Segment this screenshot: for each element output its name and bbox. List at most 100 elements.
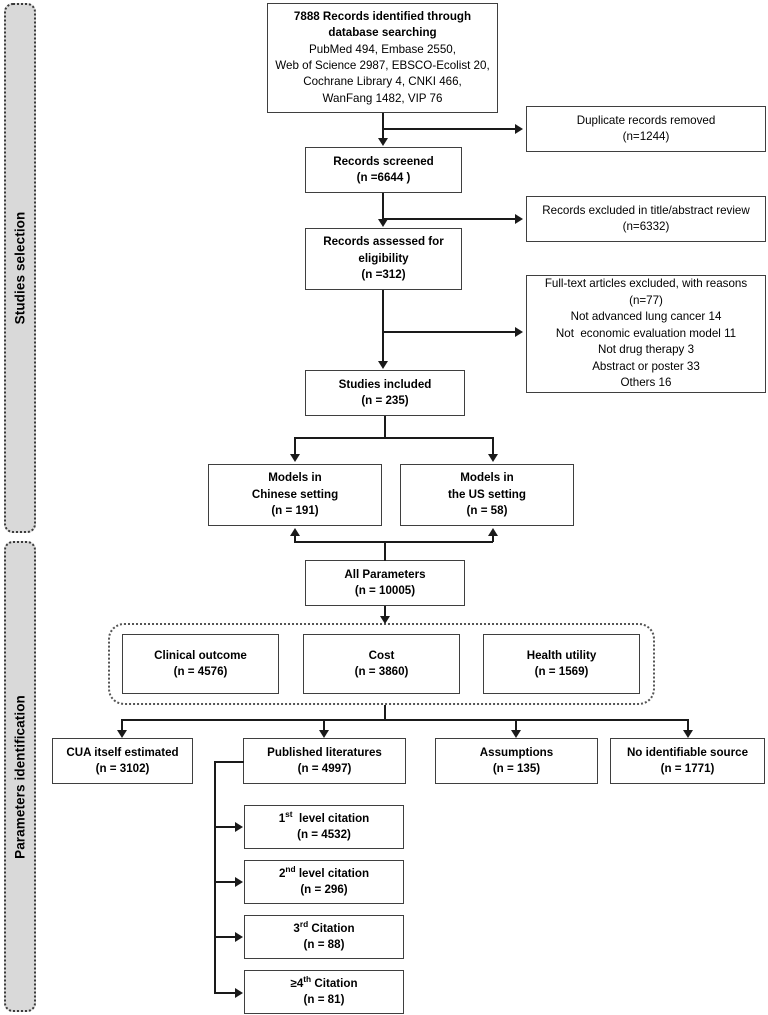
box-line: (n = 4532) bbox=[297, 828, 351, 841]
box-line: (n = 4997) bbox=[297, 762, 352, 775]
box-line: No identifiable source bbox=[626, 745, 749, 759]
box-citation-3rd: 3rd Citation (n = 88) bbox=[244, 915, 404, 959]
box-no-identifiable-source: No identifiable source (n = 1771) bbox=[610, 738, 765, 784]
connector-identified-to-screened bbox=[382, 113, 384, 139]
box-line: (n = 88) bbox=[303, 938, 345, 951]
box-line: Health utility bbox=[526, 648, 597, 662]
connector-all-parameters-down bbox=[384, 606, 386, 617]
box-line: (n = 191) bbox=[271, 504, 319, 518]
box-line: (n = 235) bbox=[361, 394, 409, 407]
connector-merge-right-up bbox=[492, 536, 494, 542]
box-line: (n = 4576) bbox=[173, 665, 228, 678]
box-cost: Cost(n = 3860) bbox=[303, 634, 460, 694]
box-all-parameters: All Parameters(n = 10005) bbox=[305, 560, 465, 606]
box-line: 2nd level citation bbox=[278, 863, 370, 880]
connector-split-left-down bbox=[294, 437, 296, 455]
box-records-identified: 7888 Records identified through database … bbox=[267, 3, 498, 113]
box-cua-itself-estimated: CUA itself estimated (n = 3102) bbox=[52, 738, 193, 784]
box-assumptions: Assumptions(n = 135) bbox=[435, 738, 598, 784]
box-line: (n = 58) bbox=[466, 504, 508, 518]
connector-source-3-down bbox=[515, 719, 517, 733]
box-citation-4th-or-more: ≥4th Citation(n = 81) bbox=[244, 970, 404, 1014]
arrow-screened-to-assessed bbox=[378, 219, 388, 227]
connector-sources-split-bar bbox=[121, 719, 688, 721]
box-line: Studies included bbox=[338, 377, 432, 391]
box-line: 3rd Citation bbox=[293, 918, 355, 935]
box-line: PubMed 494, Embase 2550, bbox=[309, 42, 456, 56]
box-line: Others 16 bbox=[620, 376, 672, 390]
connector-split-right-down bbox=[492, 437, 494, 455]
connector-included-down bbox=[384, 416, 386, 438]
connector-to-duplicates bbox=[383, 128, 515, 130]
box-citation-1st-level: 1st level citation (n = 4532) bbox=[244, 805, 404, 849]
box-line: (n = 1771) bbox=[660, 762, 715, 775]
box-line: (n = 3102) bbox=[95, 762, 150, 775]
arrow-to-assumptions bbox=[511, 730, 521, 738]
box-line: Clinical outcome bbox=[154, 648, 247, 662]
box-clinical-outcome: Clinical outcome (n = 4576) bbox=[122, 634, 279, 694]
box-line: Not economic evaluation model 11 bbox=[555, 326, 737, 340]
box-line: 7888 Records identified through bbox=[293, 9, 472, 23]
arrow-identified-to-screened bbox=[378, 138, 388, 146]
connector-to-citation-4th bbox=[214, 992, 236, 994]
box-line: (n = 81) bbox=[303, 993, 345, 1006]
box-line: Cochrane Library 4, CNKI 466, bbox=[303, 75, 462, 89]
arrow-to-records-excluded bbox=[515, 214, 523, 224]
box-line: CUA itself estimated bbox=[66, 745, 179, 759]
box-line: (n =6644 ) bbox=[356, 171, 411, 184]
arrow-all-parameters-to-categories bbox=[380, 616, 390, 624]
box-line: Abstract or poster 33 bbox=[592, 359, 700, 373]
box-health-utility: Health utility (n = 1569) bbox=[483, 634, 640, 694]
box-line: Duplicate records removed bbox=[576, 113, 716, 127]
connector-to-citation-1st bbox=[214, 826, 236, 828]
box-line: (n=6332) bbox=[622, 220, 670, 233]
box-line: Models in bbox=[460, 471, 514, 485]
box-line: (n = 3860) bbox=[354, 665, 409, 678]
box-line: (n = 10005) bbox=[354, 584, 416, 597]
box-line: database searching bbox=[328, 26, 437, 40]
box-line: Published literatures bbox=[267, 745, 382, 759]
arrow-up-to-models-chinese bbox=[290, 528, 300, 536]
arrow-to-cua-itself-estimated bbox=[117, 730, 127, 738]
box-line: (n=1244) bbox=[622, 130, 670, 143]
box-line: Web of Science 2987, EBSCO-Ecolist 20, bbox=[275, 59, 490, 72]
box-fulltext-articles-excluded: Full-text articles excluded, with reason… bbox=[526, 275, 766, 393]
arrow-to-citation-1st bbox=[235, 822, 243, 832]
box-line: (n =312) bbox=[361, 268, 406, 282]
box-line: the US setting bbox=[448, 487, 526, 501]
connector-source-1-down bbox=[121, 719, 123, 733]
box-line: Assumptions bbox=[479, 745, 554, 759]
arrow-to-models-chinese bbox=[290, 454, 300, 462]
box-line: Records assessed for bbox=[323, 235, 444, 249]
box-records-screened: Records screened (n =6644 ) bbox=[305, 147, 462, 193]
arrow-up-to-models-us bbox=[488, 528, 498, 536]
connector-to-citation-2nd bbox=[214, 881, 236, 883]
box-line: Records screened bbox=[333, 154, 434, 168]
box-line: (n=77) bbox=[629, 293, 663, 307]
connector-literatures-to-spine bbox=[214, 761, 244, 763]
box-studies-included: Studies included (n = 235) bbox=[305, 370, 465, 416]
box-line: Models in bbox=[268, 471, 322, 485]
box-models-us-setting: Models in the US setting (n = 58) bbox=[400, 464, 574, 526]
box-line: 1st level citation bbox=[278, 808, 370, 825]
box-records-assessed-eligibility: Records assessed for eligibility (n =312) bbox=[305, 228, 462, 290]
connector-to-records-excluded bbox=[383, 218, 515, 220]
arrow-to-models-us bbox=[488, 454, 498, 462]
stage-label-parameters-identification: Parameters identification bbox=[12, 694, 28, 859]
connector-citations-spine bbox=[214, 761, 216, 993]
box-line: (n = 296) bbox=[300, 883, 348, 896]
connector-merge-to-all-parameters bbox=[384, 541, 386, 561]
connector-source-2-down bbox=[323, 719, 325, 733]
box-citation-2nd-level: 2nd level citation (n = 296) bbox=[244, 860, 404, 904]
arrow-assessed-to-included bbox=[378, 361, 388, 369]
box-line: eligibility bbox=[358, 251, 409, 265]
box-line: Full-text articles excluded, with reason… bbox=[544, 277, 748, 291]
arrow-to-published-literatures bbox=[319, 730, 329, 738]
box-duplicate-records-removed: Duplicate records removed (n=1244) bbox=[526, 106, 766, 152]
box-line: Not drug therapy 3 bbox=[597, 343, 695, 357]
box-line: Not advanced lung cancer 14 bbox=[570, 310, 722, 324]
stage-label-studies-selection: Studies selection bbox=[12, 211, 28, 325]
box-line: (n = 1569) bbox=[534, 665, 589, 678]
box-published-literatures: Published literatures (n = 4997) bbox=[243, 738, 406, 784]
